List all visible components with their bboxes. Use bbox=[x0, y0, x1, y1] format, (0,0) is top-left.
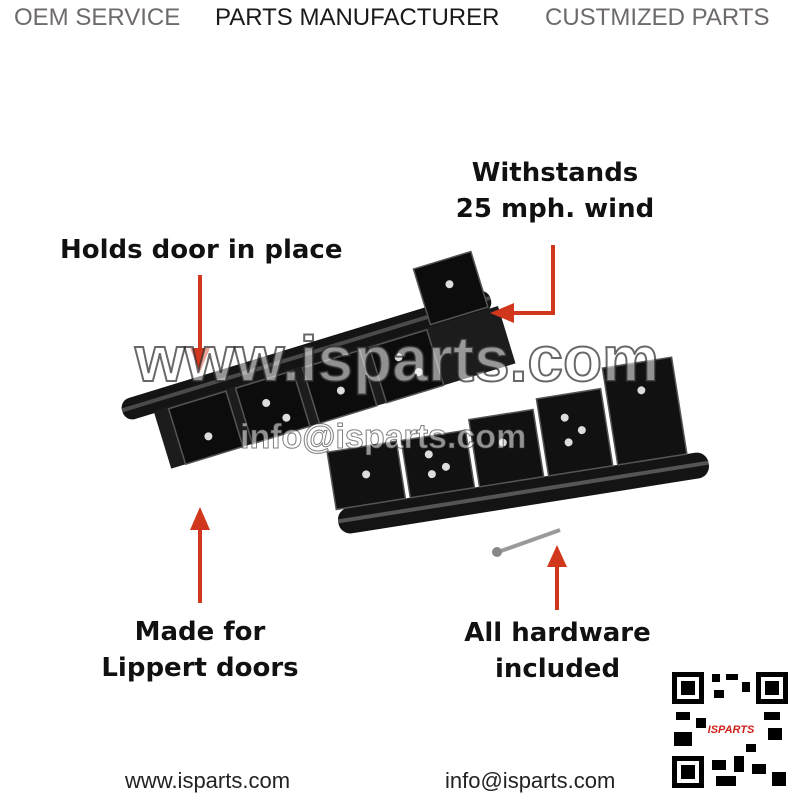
callout-hardware: All hardware included bbox=[450, 615, 665, 687]
qr-code[interactable]: ISPARTS bbox=[668, 668, 792, 792]
header-oem-service: OEM SERVICE bbox=[14, 4, 181, 31]
callout-holds-door: Holds door in place bbox=[60, 235, 343, 265]
footer-website-link[interactable]: www.isparts.com bbox=[125, 768, 291, 793]
arrow-withstands bbox=[490, 245, 555, 323]
header-customized-parts: CUSTMIZED PARTS bbox=[545, 4, 770, 31]
arrow-hardware bbox=[547, 545, 567, 610]
qr-logo: ISPARTS bbox=[708, 724, 755, 736]
callout-withstands-line2: 25 mph. wind bbox=[455, 194, 655, 224]
callout-made-for-line2: Lippert doors bbox=[101, 653, 299, 683]
arrow-holds-door bbox=[190, 275, 210, 372]
hinge-left bbox=[121, 250, 516, 469]
screw bbox=[492, 528, 561, 557]
hinge-right bbox=[326, 356, 709, 534]
callout-made-for: Made for Lippert doors bbox=[95, 614, 305, 686]
footer-email-link[interactable]: info@isparts.com bbox=[445, 768, 616, 793]
callout-withstands: Withstands 25 mph. wind bbox=[455, 155, 655, 227]
header-parts-manufacturer: PARTS MANUFACTURER bbox=[215, 4, 500, 31]
callout-made-for-line1: Made for bbox=[134, 617, 266, 647]
watermark-url: www.isparts.com bbox=[134, 322, 660, 396]
watermark-email: info@isparts.com bbox=[239, 418, 527, 457]
arrow-made-for bbox=[190, 507, 210, 603]
callout-withstands-line1: Withstands bbox=[471, 158, 639, 188]
callout-hardware-line2: included bbox=[494, 654, 621, 684]
callout-hardware-line1: All hardware bbox=[464, 618, 651, 648]
